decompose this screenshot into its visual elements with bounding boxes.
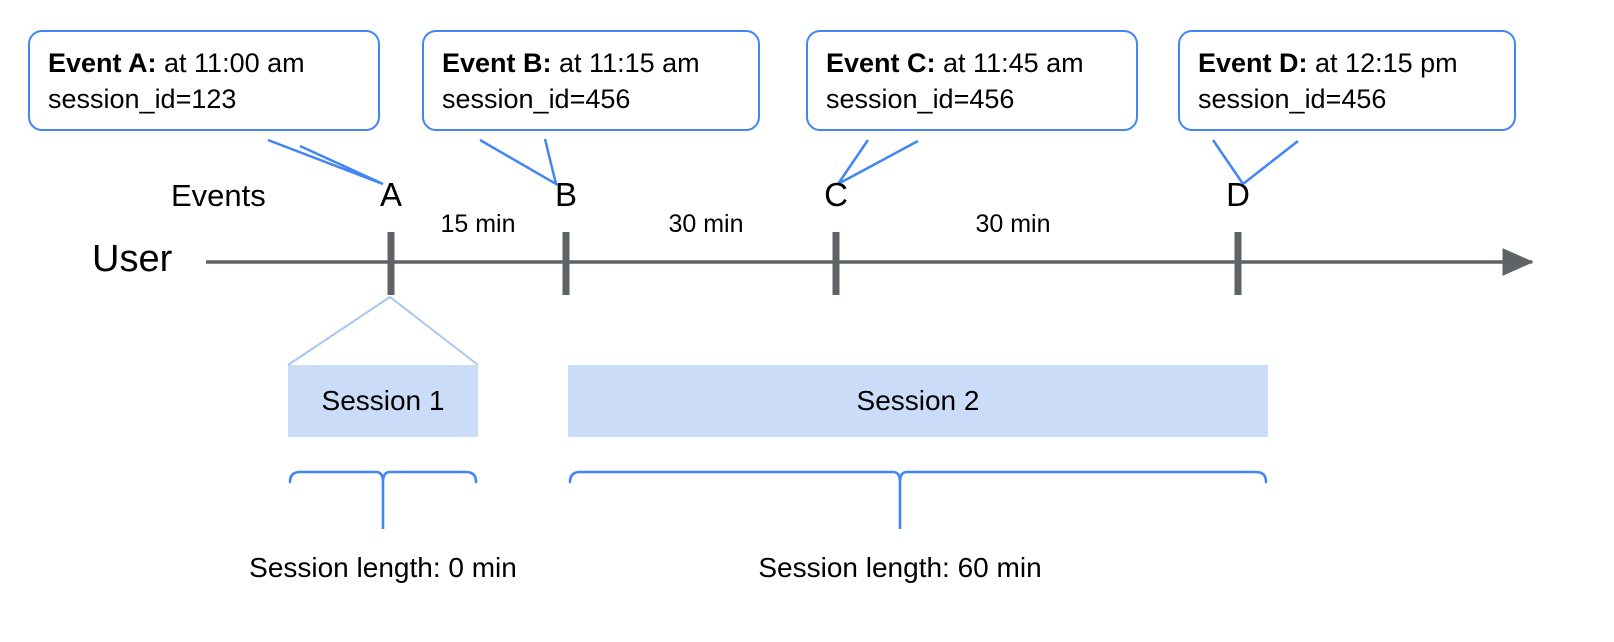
marker-label-a: A: [379, 176, 402, 213]
session-1-funnel: [287, 295, 479, 366]
callout-event-d-title: Event D: at 12:15 pm: [1198, 48, 1458, 78]
session-bar-1[interactable]: Session 1: [288, 365, 478, 437]
marker-label-b: B: [554, 176, 577, 213]
session-2-length-caption: Session length: 60 min: [758, 552, 1042, 583]
session-1-length-caption: Session length: 0 min: [249, 552, 517, 583]
session-1-brace: [288, 470, 478, 484]
callout-event-d-session: session_id=456: [1198, 83, 1387, 114]
callout-event-c-session: session_id=456: [826, 83, 1015, 114]
callout-event-b[interactable]: Event B: at 11:15 am session_id=456: [422, 30, 760, 132]
session-bar-1-label: Session 1: [321, 385, 445, 416]
callout-event-a[interactable]: Event A: at 11:00 am session_id=123: [28, 30, 380, 132]
interval-label-a-b: 15 min: [440, 210, 516, 238]
callout-event-c[interactable]: Event C: at 11:45 am session_id=456: [806, 30, 1138, 132]
marker-label-d: D: [1226, 176, 1250, 213]
session-bar-2-label: Session 2: [856, 385, 980, 416]
marker-label-c: C: [824, 176, 848, 213]
callout-event-b-session: session_id=456: [442, 83, 631, 114]
callout-event-b-title: Event B: at 11:15 am: [442, 48, 700, 78]
interval-label-b-c: 30 min: [668, 210, 744, 238]
user-row-label: User: [92, 238, 173, 280]
callout-event-a-session: session_id=123: [48, 83, 237, 114]
events-row-label: Events: [171, 178, 266, 213]
session-bar-2[interactable]: Session 2: [568, 365, 1268, 437]
callout-event-d[interactable]: Event D: at 12:15 pm session_id=456: [1178, 30, 1516, 132]
session-2-brace: [568, 470, 1268, 484]
callout-event-a-title: Event A: at 11:00 am: [48, 48, 305, 78]
interval-label-c-d: 30 min: [975, 210, 1051, 238]
callout-event-c-title: Event C: at 11:45 am: [826, 48, 1084, 78]
